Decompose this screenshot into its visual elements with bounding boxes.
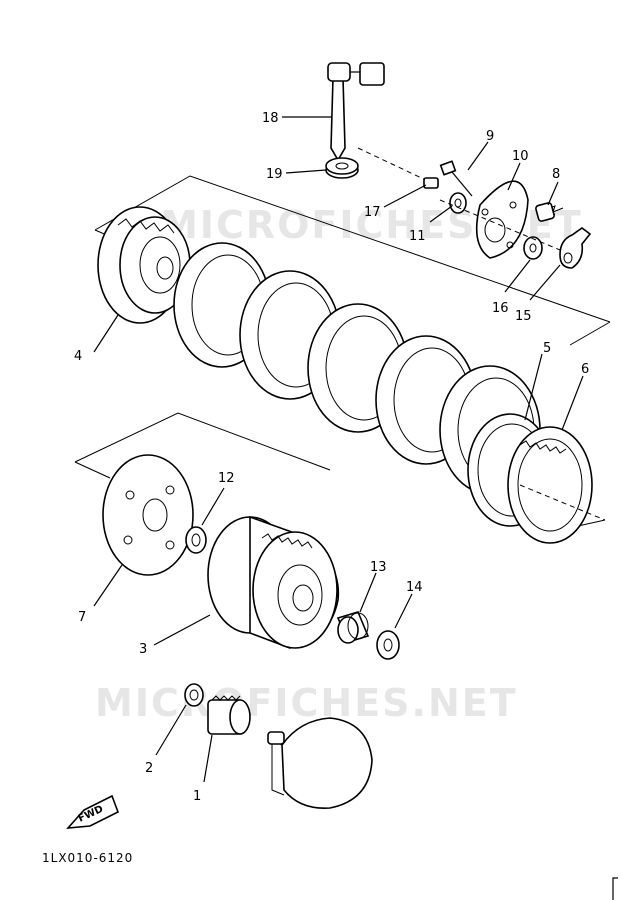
callout-7: 7: [78, 610, 86, 625]
nut-part-2: [184, 683, 204, 707]
pressure-plate-part-10: [475, 180, 529, 259]
callout-14: 14: [406, 580, 423, 595]
clutch-housing-part-3: [207, 515, 340, 649]
watermark-bottom: MICROFICHES.NET: [95, 681, 518, 725]
upper-frame-right: [569, 321, 611, 346]
callout-12: 12: [218, 471, 235, 486]
callout-1: 1: [193, 789, 201, 804]
callout-2: 2: [145, 761, 153, 776]
callout-15: 15: [515, 309, 532, 324]
bearing-part-19: [325, 157, 359, 179]
gear-part-1: [207, 695, 251, 735]
plate-part-7: [102, 454, 194, 576]
washer-part-16: [523, 236, 543, 260]
callout-17: 17: [364, 205, 381, 220]
callout-10: 10: [512, 149, 529, 164]
nut-part-11: [449, 192, 467, 214]
lower-frame-top: [74, 412, 331, 471]
spacer-part-13: [336, 611, 370, 644]
callout-4: 4: [74, 349, 82, 364]
lock-plate-part-15: [559, 227, 592, 269]
callout-13: 13: [370, 560, 387, 575]
stud-part-17: [423, 177, 439, 189]
toothed-plate-part-6: [507, 426, 606, 544]
fwd-arrow-icon: FWD: [66, 794, 120, 829]
callout-16: 16: [492, 301, 509, 316]
axis-line-pressure: [439, 199, 561, 251]
washer-part-12: [185, 526, 207, 554]
bolt-part-9: [439, 160, 473, 197]
callout-5: 5: [543, 341, 551, 356]
callout-19: 19: [266, 167, 283, 182]
callout-9: 9: [486, 129, 494, 144]
callout-6: 6: [581, 362, 589, 377]
clutch-cover: [267, 717, 373, 809]
push-lever-part-18: [327, 62, 385, 162]
axis-line-rod: [357, 147, 431, 183]
callout-3: 3: [139, 642, 147, 657]
washer-part-14: [376, 630, 400, 660]
callout-11: 11: [409, 229, 426, 244]
corner-mark: [612, 877, 618, 900]
callout-leaders: [93, 116, 584, 783]
clutch-hub-part-4: [97, 206, 191, 324]
lower-frame-left: [74, 461, 111, 479]
callout-18: 18: [262, 111, 279, 126]
callout-8: 8: [552, 167, 560, 182]
spring-part-8: [535, 202, 564, 222]
diagram-code: 1LX010-6120: [42, 851, 133, 865]
